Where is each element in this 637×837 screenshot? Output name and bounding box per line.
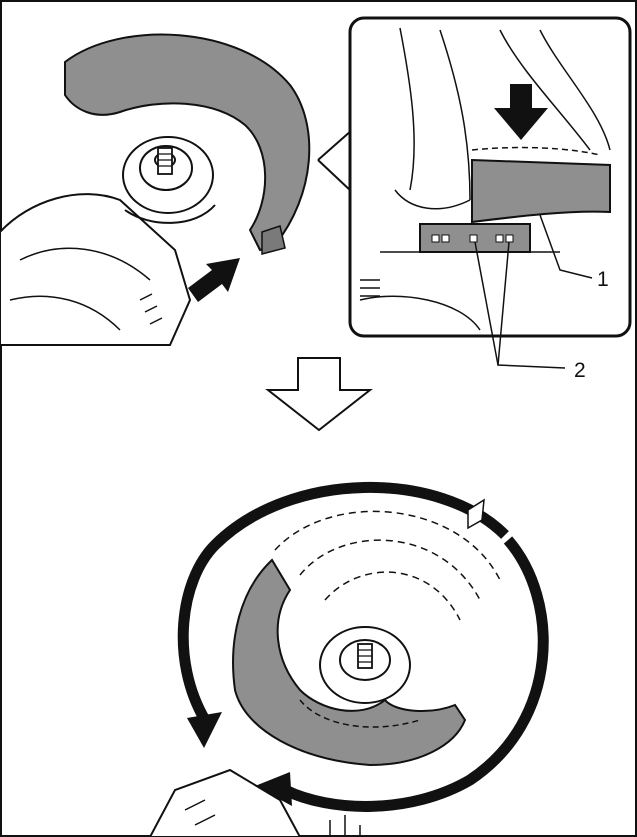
push-arrow xyxy=(188,258,240,302)
callout-label-2: 2 xyxy=(574,360,586,381)
step-1-illustration xyxy=(0,35,309,345)
next-step-arrow xyxy=(268,358,370,430)
tool-body xyxy=(0,194,190,345)
step-2-illustration xyxy=(150,487,543,837)
detail-callout-box xyxy=(350,18,630,368)
callout-label-1: 1 xyxy=(597,269,609,290)
